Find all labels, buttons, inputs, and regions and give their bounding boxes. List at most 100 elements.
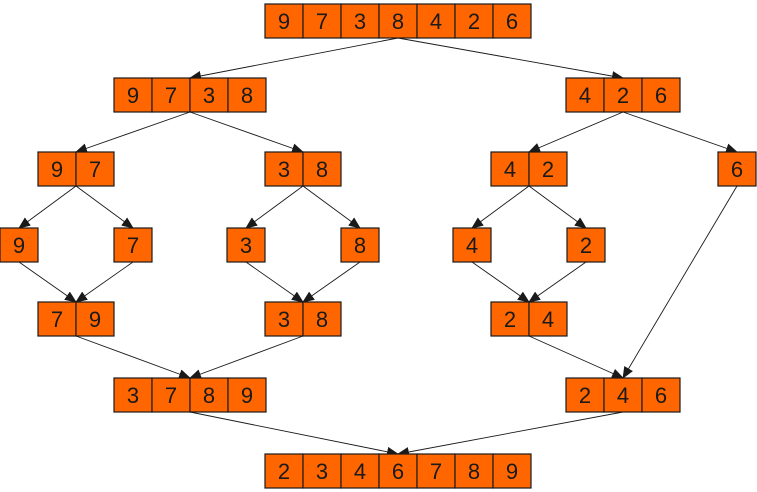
array-cell-value: 7 bbox=[430, 459, 442, 484]
array-cell-value: 8 bbox=[468, 459, 480, 484]
array-cell bbox=[226, 227, 266, 263]
array-cell-value: 9 bbox=[127, 83, 139, 108]
array-cell bbox=[492, 3, 532, 39]
array-cell bbox=[189, 377, 229, 413]
edge-rlr-to-m_rl bbox=[528, 261, 587, 303]
array-cell bbox=[566, 227, 606, 263]
array-cell bbox=[528, 151, 568, 187]
edge-m_r-to-final bbox=[397, 411, 624, 457]
edge-rl-to-rlr bbox=[528, 185, 587, 229]
array-cell-value: 9 bbox=[506, 459, 518, 484]
array-cell-value: 4 bbox=[504, 157, 516, 182]
array-cell-value: 3 bbox=[203, 83, 215, 108]
array-cell bbox=[454, 3, 494, 39]
array-cell-value: 4 bbox=[354, 459, 366, 484]
array-cell bbox=[492, 453, 532, 489]
array-cell bbox=[37, 151, 77, 187]
array-cell-value: 8 bbox=[316, 307, 328, 332]
array-cell bbox=[264, 301, 304, 337]
array-node-lrr: 8 bbox=[340, 227, 380, 263]
array-cell-value: 4 bbox=[466, 233, 478, 258]
array-cell bbox=[264, 151, 304, 187]
array-cell bbox=[0, 227, 39, 263]
array-cell-value: 3 bbox=[240, 233, 252, 258]
edge-m_l-to-final bbox=[189, 411, 399, 457]
array-cell-value: 6 bbox=[655, 83, 667, 108]
array-cell bbox=[113, 377, 153, 413]
array-cell-value: 7 bbox=[89, 157, 101, 182]
array-cell bbox=[264, 453, 304, 489]
array-cell-value: 3 bbox=[278, 307, 290, 332]
array-node-m_r: 2 4 6 bbox=[565, 377, 681, 413]
array-cell-value: 2 bbox=[278, 459, 290, 484]
array-cell-value: 9 bbox=[13, 233, 25, 258]
array-node-final: 2 3 4 6 7 8 9 bbox=[264, 453, 532, 489]
array-cell-value: 2 bbox=[542, 157, 554, 182]
array-cell bbox=[302, 301, 342, 337]
array-cell-value: 8 bbox=[354, 233, 366, 258]
array-cell-value: 6 bbox=[392, 459, 404, 484]
edge-m_ll-to-m_l bbox=[75, 335, 191, 379]
array-cell-value: 6 bbox=[655, 383, 667, 408]
array-node-rll: 4 bbox=[452, 227, 492, 263]
edge-m_rl-to-m_r bbox=[528, 335, 624, 379]
edge-rl-to-rll bbox=[471, 185, 530, 229]
array-cell bbox=[113, 77, 153, 113]
array-cell bbox=[151, 77, 191, 113]
array-cell bbox=[603, 377, 643, 413]
edge-r-to-rr bbox=[622, 111, 738, 154]
array-cell-value: 9 bbox=[241, 383, 253, 408]
edge-ll-to-lll bbox=[18, 185, 77, 229]
array-cell-value: 7 bbox=[316, 9, 328, 34]
array-cell-value: 3 bbox=[316, 459, 328, 484]
edge-llr-to-m_ll bbox=[75, 261, 134, 303]
array-cell bbox=[340, 453, 380, 489]
edge-lrl-to-m_lr bbox=[245, 261, 304, 303]
array-cell bbox=[75, 151, 115, 187]
edge-rr-to-m_r bbox=[622, 185, 738, 379]
array-cell bbox=[603, 77, 643, 113]
array-cell-value: 2 bbox=[579, 383, 591, 408]
array-node-lll: 9 bbox=[0, 227, 39, 263]
array-cell bbox=[75, 301, 115, 337]
array-node-rr: 6 bbox=[717, 151, 757, 187]
array-cell-value: 2 bbox=[580, 233, 592, 258]
edges-layer bbox=[18, 37, 738, 457]
array-cell-value: 4 bbox=[579, 83, 591, 108]
array-cell-value: 7 bbox=[165, 383, 177, 408]
edge-l-to-ll bbox=[75, 111, 191, 154]
array-cell bbox=[227, 377, 267, 413]
edge-l-to-lr bbox=[189, 111, 304, 154]
array-cell bbox=[264, 3, 304, 39]
edge-root-to-l bbox=[189, 37, 399, 81]
array-cell-value: 7 bbox=[51, 307, 63, 332]
array-cell bbox=[528, 301, 568, 337]
edge-ll-to-llr bbox=[75, 185, 134, 229]
array-cell-value: 3 bbox=[278, 157, 290, 182]
edge-lrr-to-m_lr bbox=[302, 261, 361, 303]
array-node-llr: 7 bbox=[113, 227, 153, 263]
array-cell-value: 9 bbox=[51, 157, 63, 182]
array-cell bbox=[490, 151, 530, 187]
array-cell-value: 8 bbox=[316, 157, 328, 182]
array-cell-value: 3 bbox=[354, 9, 366, 34]
edge-m_lr-to-m_l bbox=[189, 335, 304, 379]
array-cell-value: 4 bbox=[617, 383, 629, 408]
array-cell bbox=[641, 377, 681, 413]
array-cell bbox=[151, 377, 191, 413]
array-cell-value: 6 bbox=[731, 157, 743, 182]
edge-root-to-r bbox=[397, 37, 624, 81]
array-cell-value: 4 bbox=[542, 307, 554, 332]
array-cell-value: 2 bbox=[617, 83, 629, 108]
array-cell-value: 7 bbox=[165, 83, 177, 108]
array-cell bbox=[227, 77, 267, 113]
array-cell-value: 4 bbox=[430, 9, 442, 34]
